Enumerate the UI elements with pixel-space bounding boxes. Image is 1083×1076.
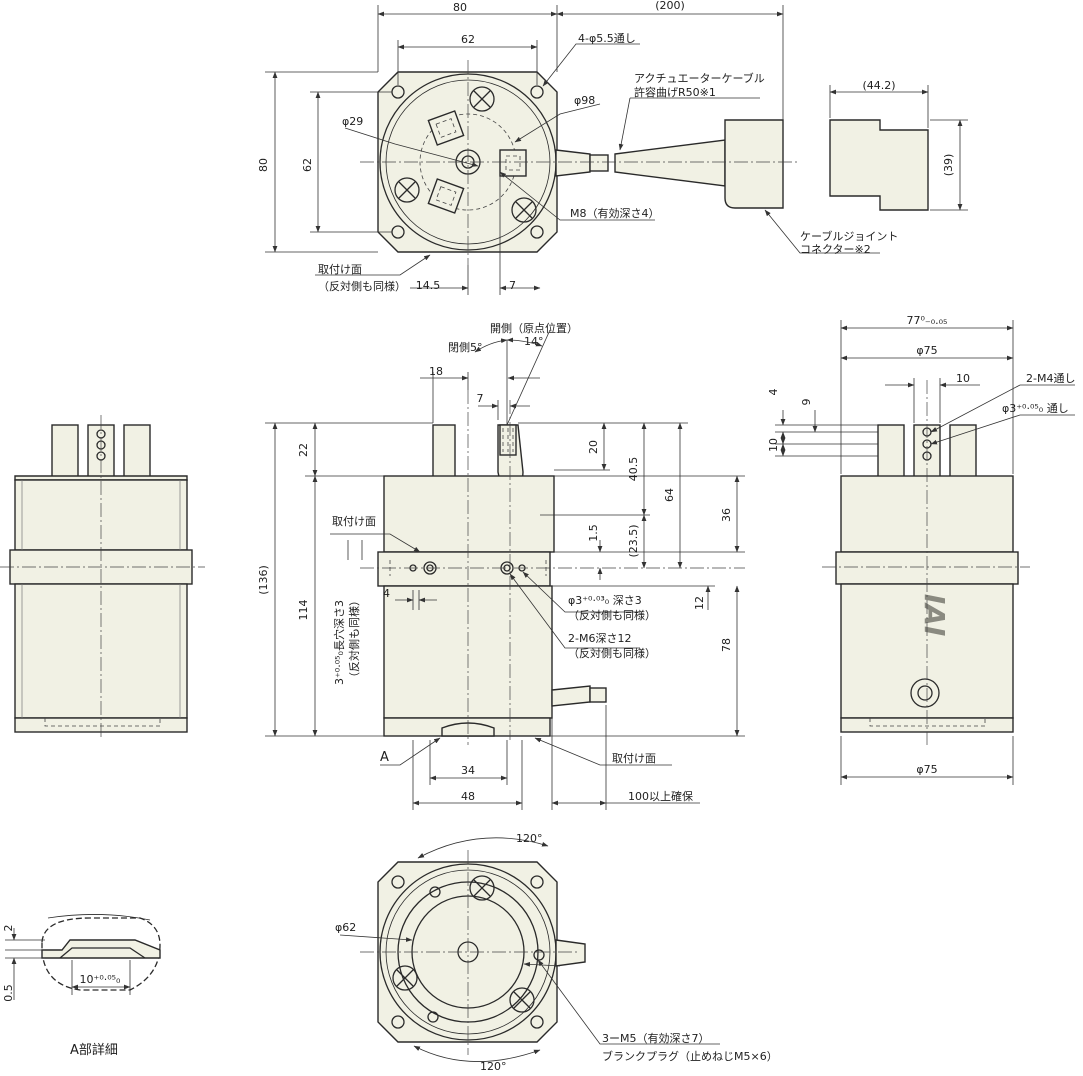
detail-a-dims: 2 0.5 10⁺⁰·⁰⁵₀ A部詳細 — [2, 925, 121, 1059]
dim-78: 78 — [720, 638, 733, 652]
label-phi98: φ98 — [574, 94, 595, 107]
dim-phi75-top: φ75 — [916, 344, 937, 357]
label-mount-front: 取付け面 — [332, 515, 376, 528]
dim-0-5: 0.5 — [2, 984, 15, 1002]
label-m6-1: 2-M6深さ12 — [568, 632, 631, 645]
detail-a-title: A部詳細 — [70, 1042, 118, 1058]
top-view — [265, 5, 968, 295]
dim-22: 22 — [297, 443, 310, 457]
dim-80-height: 80 — [257, 158, 270, 172]
label-pin-through: φ3⁺⁰·⁰⁵₀ 通し — [1002, 402, 1069, 415]
label-cable-2: 許容曲げR50※1 — [634, 85, 716, 99]
label-open-side: 開側（原点位置） — [490, 321, 578, 335]
iai-logo: IAI — [918, 594, 951, 637]
label-4-holes: 4-φ5.5通し — [578, 32, 636, 45]
label-a: A — [380, 750, 389, 765]
dim-10-vertical: 10 — [767, 438, 780, 452]
label-mount-bottom: 取付け面 — [612, 752, 656, 765]
dim-12: 12 — [693, 596, 706, 610]
dim-4-side: 4 — [767, 389, 780, 396]
label-phi29: φ29 — [342, 115, 363, 128]
label-mount-2: （反対側も同様） — [318, 279, 406, 293]
label-joint-1: ケーブルジョイント — [800, 229, 898, 243]
dim-20: 20 — [587, 440, 600, 454]
dim-39: (39) — [942, 154, 955, 177]
label-pin-2: （反対側も同様） — [568, 608, 656, 622]
label-slot-2: （反対側も同様） — [347, 595, 361, 683]
dim-9-side: 9 — [800, 399, 813, 406]
angle-120-top: 120° — [516, 832, 543, 845]
label-deg14: 14° — [524, 335, 544, 348]
dim-200: (200) — [655, 0, 685, 12]
dim-114: 114 — [297, 600, 310, 621]
dim-2: 2 — [2, 925, 15, 932]
dim-14-5: 14.5 — [416, 279, 441, 292]
label-mount-1: 取付け面 — [318, 263, 362, 276]
dim-62-width: 62 — [461, 33, 475, 46]
label-pin-1: φ3⁺⁰·⁰³₀ 深さ3 — [568, 594, 642, 607]
label-slot-1: 3⁺⁰·⁰⁵₀長穴深さ3 — [332, 600, 346, 685]
dim-phi75-bottom: φ75 — [916, 763, 937, 776]
side-view-dims: 77⁰₋₀.₀₅ φ75 10 4 9 10 φ75 2-M4通し φ3⁺⁰·⁰… — [767, 314, 1075, 776]
label-clearance: 100以上確保 — [628, 789, 693, 803]
side-view: IAI — [775, 320, 1075, 785]
top-view-dims: 80 (200) 62 80 62 14.5 7 (44.2) (39) 4-φ… — [257, 0, 955, 293]
dim-10-detail: 10⁺⁰·⁰⁵₀ — [80, 973, 122, 986]
dim-48: 48 — [461, 790, 475, 803]
dim-7-front: 7 — [477, 392, 484, 405]
front-view — [265, 329, 745, 810]
dim-80-width: 80 — [453, 1, 467, 14]
label-m4: 2-M4通し — [1026, 372, 1075, 385]
dim-34: 34 — [461, 764, 475, 777]
left-view — [0, 415, 205, 740]
dim-36: 36 — [720, 508, 733, 522]
label-m5: 3ーM5（有効深さ7） — [602, 1031, 710, 1045]
label-blank-plug: ブランクプラグ（止めねじM5×6） — [602, 1049, 778, 1063]
dim-77: 77⁰₋₀.₀₅ — [907, 314, 948, 327]
label-cable-1: アクチュエーターケーブル — [634, 71, 765, 85]
angle-120-bottom: 120° — [480, 1060, 507, 1073]
dim-44-2: (44.2) — [862, 79, 895, 92]
bottom-view — [339, 837, 720, 1062]
label-m6-2: （反対側も同様） — [568, 646, 656, 660]
dim-18: 18 — [429, 365, 443, 378]
front-view-dims: 開側（原点位置） 閉側5° 14° 18 7 22 (136) 114 20 4… — [257, 321, 733, 803]
label-m8: M8（有効深さ4） — [570, 206, 660, 220]
dim-64: 64 — [663, 488, 676, 502]
bottom-flange — [377, 861, 558, 1043]
dim-1-5: 1.5 — [587, 524, 600, 542]
detail-a — [5, 914, 161, 1000]
dim-7-top: 7 — [509, 279, 516, 292]
dim-phi62: φ62 — [335, 921, 356, 934]
bottom-view-dims: 120° φ62 120° 3ーM5（有効深さ7） ブランクプラグ（止めねじM5… — [335, 832, 778, 1073]
label-closed-5: 閉側5° — [448, 341, 483, 354]
dim-4-front: 4 — [383, 587, 390, 600]
dim-62-height: 62 — [301, 158, 314, 172]
dim-23-5: (23.5) — [627, 524, 640, 557]
label-joint-2: コネクター※2 — [800, 243, 871, 256]
dim-136: (136) — [257, 565, 270, 595]
dim-10-side: 10 — [956, 372, 970, 385]
dim-40-5: 40.5 — [627, 457, 640, 482]
